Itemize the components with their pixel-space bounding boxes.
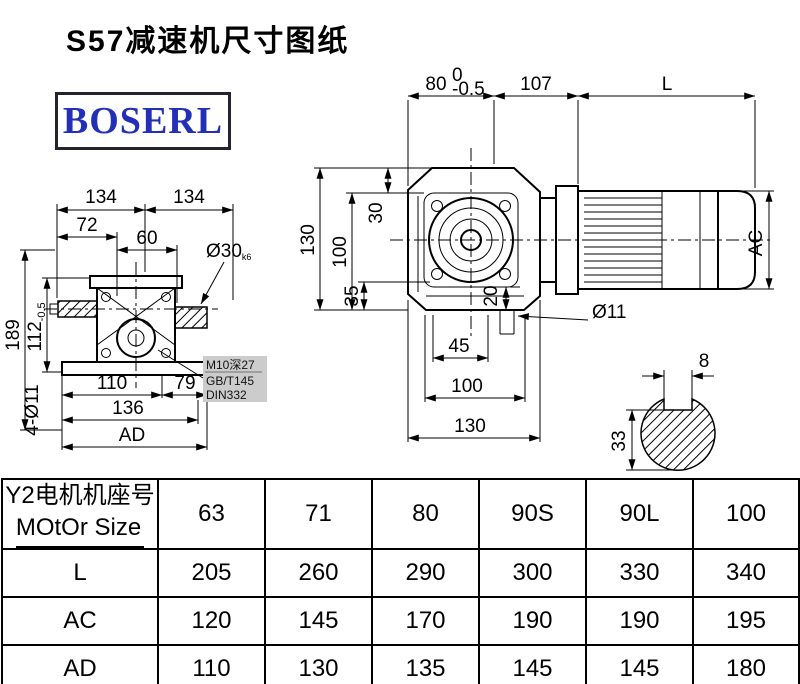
row-label: AD — [1, 643, 159, 684]
dim-33: 33 — [609, 430, 630, 451]
column-header: 90S — [478, 478, 587, 550]
dim-100-horizontal: 100 — [451, 376, 483, 397]
table-cell: 170 — [371, 595, 480, 646]
dim-45: 45 — [448, 336, 469, 357]
shaft-section — [640, 397, 716, 471]
motor-size-header-en: MOtOr Size — [15, 512, 145, 548]
dim-72: 72 — [76, 215, 97, 236]
table-cell: 190 — [478, 595, 587, 646]
motor-size-header-cn: Y2电机机座号 — [5, 482, 155, 509]
dim-79: 79 — [174, 373, 195, 394]
motor-size-header: Y2电机机座号 MOtOr Size — [1, 478, 159, 550]
note-thread: M10深27 — [206, 358, 255, 372]
dim-AC: AC — [746, 230, 767, 256]
table-row-L: L 205 260 290 300 330 340 — [1, 547, 800, 598]
table-cell: 145 — [478, 643, 587, 684]
dim-35: 35 — [342, 285, 363, 306]
dim-130-vertical: 130 — [298, 224, 319, 256]
dim-L: L — [662, 74, 673, 95]
dim-80: 80 — [425, 74, 446, 95]
gearbox-housing — [407, 167, 541, 311]
brand-logo: BOSERL — [55, 92, 231, 150]
dim-189: 189 — [3, 319, 24, 351]
motor-size-table: Y2电机机座号 MOtOr Size 63 71 80 90S 90L 100 … — [1, 478, 800, 684]
column-header: 80 — [371, 478, 480, 550]
page-title: S57减速机尺寸图纸 — [66, 25, 350, 58]
column-header: 63 — [157, 478, 266, 550]
table-cell: 195 — [692, 595, 800, 646]
table-cell: 130 — [264, 643, 373, 684]
table-cell: 135 — [371, 643, 480, 684]
table-cell: 330 — [585, 547, 694, 598]
dim-80-tol-upper: 0 — [452, 65, 463, 86]
table-row-AC: AC 120 145 170 190 190 195 — [1, 595, 800, 646]
thread-note-box — [203, 356, 267, 402]
dim-107: 107 — [520, 74, 552, 95]
table-cell: 300 — [478, 547, 587, 598]
column-header: 90L — [585, 478, 694, 550]
front-view: 134 134 72 60 189 112-0.5 4-Ø11 Ø30k6 — [3, 187, 267, 451]
column-header: 71 — [264, 478, 373, 550]
dim-134-right: 134 — [173, 187, 205, 208]
dim-112: 112-0.5 — [25, 302, 48, 351]
row-label: AC — [1, 595, 159, 646]
label-O11: Ø11 — [592, 302, 627, 323]
side-view: 80 0 -0.5 107 L 130 100 30 35 20 — [298, 65, 774, 442]
dim-30: 30 — [366, 202, 387, 223]
table-cell: 290 — [371, 547, 480, 598]
dim-130-horizontal: 130 — [454, 416, 486, 437]
technical-drawing: 134 134 72 60 189 112-0.5 4-Ø11 Ø30k6 — [3, 65, 774, 471]
front-hollow-shaft — [174, 306, 208, 329]
table-cell: 120 — [157, 595, 266, 646]
table-row-AD: AD 110 130 135 145 145 180 — [1, 643, 800, 684]
label-O30k6: Ø30k6 — [206, 241, 251, 262]
column-header: 100 — [692, 478, 800, 550]
note-gb-standard: GB/T145 — [206, 374, 254, 388]
row-label: L — [1, 547, 159, 598]
table-cell: 190 — [585, 595, 694, 646]
dim-100-vertical: 100 — [330, 236, 351, 268]
dim-80-tol-lower: -0.5 — [452, 79, 485, 100]
dim-8-keyway: 8 — [699, 351, 710, 372]
table-cell: 180 — [692, 643, 800, 684]
table-cell: 145 — [585, 643, 694, 684]
table-cell: 145 — [264, 595, 373, 646]
table-cell: 110 — [157, 643, 266, 684]
dim-134-left: 134 — [85, 187, 117, 208]
table-cell: 205 — [157, 547, 266, 598]
table-cell: 340 — [692, 547, 800, 598]
brand-logo-text: BOSERL — [62, 100, 224, 142]
dim-110: 110 — [97, 373, 127, 394]
dim-4xO11: 4-Ø11 — [22, 384, 43, 435]
table-header-row: Y2电机机座号 MOtOr Size 63 71 80 90S 90L 100 — [1, 478, 800, 550]
dim-AD: AD — [119, 425, 145, 446]
front-body — [96, 287, 176, 363]
dim-20: 20 — [481, 285, 502, 306]
table-cell: 260 — [264, 547, 373, 598]
dim-60: 60 — [136, 228, 157, 249]
shaft-section-view: 8 33 — [609, 351, 716, 471]
note-din-standard: DIN332 — [206, 388, 247, 402]
motor-fins — [584, 197, 662, 283]
dim-136: 136 — [112, 398, 144, 419]
